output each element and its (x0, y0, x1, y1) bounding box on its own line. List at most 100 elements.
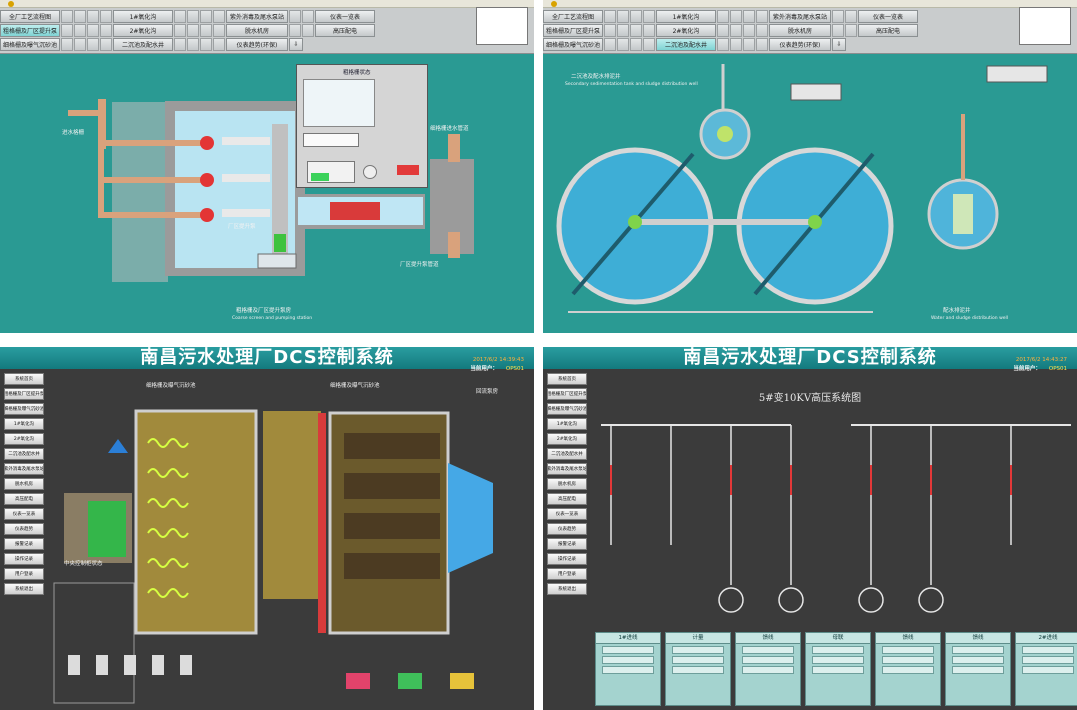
nav-login[interactable]: 用户登录 (4, 568, 44, 580)
dial-icon[interactable] (363, 165, 377, 179)
cabinet-value (952, 666, 1004, 674)
label-left: 细格栅及曝气沉砂池 (146, 383, 196, 389)
blower-1 (68, 655, 80, 675)
cabinet-metering[interactable]: 计量 (665, 632, 731, 706)
menu-oxidation-ditch-1[interactable]: 1#氧化沟 (656, 10, 716, 23)
nav-instrument-list[interactable]: 仪表一览表 (4, 508, 44, 520)
menu-coarse-screen[interactable]: 粗格栅及厂区提升泵 (543, 24, 603, 37)
cabinet-value (742, 666, 794, 674)
nav-alarm-log[interactable]: 报警记录 (4, 538, 44, 550)
clarifier-1-center[interactable] (628, 215, 642, 229)
cabinet-value (882, 666, 934, 674)
nav-instrument-list[interactable]: 仪表一览表 (547, 508, 587, 520)
menu-secondary-clarifier[interactable]: 二沉池及配水井 (113, 38, 173, 51)
nav-uv-disinfection[interactable]: 紫外消毒及尾水泵站 (547, 463, 587, 475)
aerator-3 (147, 498, 189, 508)
nav-oxidation-ditch-1[interactable]: 1#氧化沟 (4, 418, 44, 430)
start-button[interactable] (311, 173, 329, 181)
menu-plant-overview[interactable]: 全厂工艺流程图 (543, 10, 603, 23)
cabinet-bus-tie[interactable]: 母联 (805, 632, 871, 706)
cabinet-incoming-1[interactable]: 1#进线 (595, 632, 661, 706)
nav-alarm-log[interactable]: 报警记录 (547, 538, 587, 550)
pump-2-icon[interactable] (200, 173, 214, 187)
menu-uv-disinfection[interactable]: 紫外消毒及尾水泵站 (226, 10, 288, 23)
outlet-pipe-bottom (448, 232, 460, 258)
nav-dewatering[interactable]: 脱水机房 (547, 478, 587, 490)
scroll-down-button[interactable]: ⇩ (289, 38, 303, 51)
menu-dewatering[interactable]: 脱水机房 (769, 24, 831, 37)
scroll-down-button[interactable]: ⇩ (832, 38, 846, 51)
menu-hv-distribution[interactable]: 高压配电 (315, 24, 375, 37)
menu-instrument-trend[interactable]: 仪表趋势(环保) (226, 38, 288, 51)
menu-instrument-list[interactable]: 仪表一览表 (858, 10, 918, 23)
nav-coarse-screen[interactable]: 粗格栅及厂区提升泵 (547, 388, 587, 400)
nav-instrument-trend[interactable]: 仪表趋势 (547, 523, 587, 535)
nav-login[interactable]: 用户登录 (547, 568, 587, 580)
dcs-title: 南昌污水处理厂DCS控制系统 (140, 347, 394, 368)
menu-spacer (187, 10, 199, 23)
menu-spacer (845, 24, 857, 37)
menu-fine-screen[interactable]: 细格栅及曝气沉砂池 (0, 38, 60, 51)
sand-pump-1[interactable] (346, 673, 370, 689)
nav-fine-screen[interactable]: 细格栅及曝气沉砂池 (4, 403, 44, 415)
nav-secondary-clarifier[interactable]: 二沉池及配水井 (547, 448, 587, 460)
level-gauge (272, 124, 288, 254)
drawing-title: 粗格栅及厂区提升泵房 (236, 308, 292, 314)
outlet-chamber (448, 463, 493, 573)
label-center: 细格栅及曝气沉砂池 (330, 383, 380, 389)
cabinet-feeder-3[interactable]: 馈线 (945, 632, 1011, 706)
menu-spacer (187, 38, 199, 51)
inlet-pipe (68, 110, 104, 116)
menu-instrument-list[interactable]: 仪表一览表 (315, 10, 375, 23)
pump-1-icon[interactable] (200, 136, 214, 150)
pump-2-status (222, 174, 270, 182)
stop-button[interactable] (397, 165, 419, 175)
menu-hv-distribution[interactable]: 高压配电 (858, 24, 918, 37)
nav-operation-log[interactable]: 操作记录 (547, 553, 587, 565)
cabinet-feeder-1[interactable]: 馈线 (735, 632, 801, 706)
nav-home[interactable]: 系统首页 (547, 373, 587, 385)
aerated-grit (263, 411, 321, 599)
nav-secondary-clarifier[interactable]: 二沉池及配水井 (4, 448, 44, 460)
clarifier-2-center[interactable] (808, 215, 822, 229)
menu-coarse-screen[interactable]: 粗格栅及厂区提升泵 (0, 24, 60, 37)
menu-spacer (61, 10, 73, 23)
flow-meter (790, 83, 842, 101)
nav-fine-screen[interactable]: 细格栅及曝气沉砂池 (547, 403, 587, 415)
cabinet-feeder-2[interactable]: 馈线 (875, 632, 941, 706)
nav-instrument-trend[interactable]: 仪表趋势 (4, 523, 44, 535)
menu-spacer (200, 24, 212, 37)
menu-row-3: 细格栅及曝气沉砂池 二沉池及配水井 仪表趋势(环保) ⇩ (0, 38, 303, 51)
nav-hv-distribution[interactable]: 高压配电 (547, 493, 587, 505)
nav-home[interactable]: 系统首页 (4, 373, 44, 385)
menu-oxidation-ditch-2[interactable]: 2#氧化沟 (656, 24, 716, 37)
cabinet-incoming-2[interactable]: 2#进线 (1015, 632, 1077, 706)
sand-pump-2[interactable] (398, 673, 422, 689)
menu-secondary-clarifier[interactable]: 二沉池及配水井 (656, 38, 716, 51)
menu-instrument-trend[interactable]: 仪表趋势(环保) (769, 38, 831, 51)
menu-plant-overview[interactable]: 全厂工艺流程图 (0, 10, 60, 23)
menu-oxidation-ditch-1[interactable]: 1#氧化沟 (113, 10, 173, 23)
nav-oxidation-ditch-1[interactable]: 1#氧化沟 (547, 418, 587, 430)
menu-spacer (845, 10, 857, 23)
menu-spacer (832, 10, 844, 23)
menu-oxidation-ditch-2[interactable]: 2#氧化沟 (113, 24, 173, 37)
menu-dewatering[interactable]: 脱水机房 (226, 24, 288, 37)
nav-oxidation-ditch-2[interactable]: 2#氧化沟 (4, 433, 44, 445)
menu-uv-disinfection[interactable]: 紫外消毒及尾水泵站 (769, 10, 831, 23)
nav-exit[interactable]: 系统退出 (4, 583, 44, 595)
dcs-title-bar: 南昌污水处理厂DCS控制系统 2017/6/2 14:43:27 当前用户：OP… (543, 347, 1077, 372)
nav-exit[interactable]: 系统退出 (547, 583, 587, 595)
nav-dewatering[interactable]: 脱水机房 (4, 478, 44, 490)
nav-hv-distribution[interactable]: 高压配电 (4, 493, 44, 505)
nav-coarse-screen[interactable]: 粗格栅及厂区提升泵 (4, 388, 44, 400)
sand-pump-3[interactable] (450, 673, 474, 689)
nav-uv-disinfection[interactable]: 紫外消毒及尾水泵站 (4, 463, 44, 475)
cabinet-value (602, 656, 654, 664)
legend-title: 中央控制柜状态 (64, 561, 103, 567)
nav-operation-log[interactable]: 操作记录 (4, 553, 44, 565)
menu-fine-screen[interactable]: 细格栅及曝气沉砂池 (543, 38, 603, 51)
menu-spacer (630, 10, 642, 23)
nav-oxidation-ditch-2[interactable]: 2#氧化沟 (547, 433, 587, 445)
pump-3-icon[interactable] (200, 208, 214, 222)
